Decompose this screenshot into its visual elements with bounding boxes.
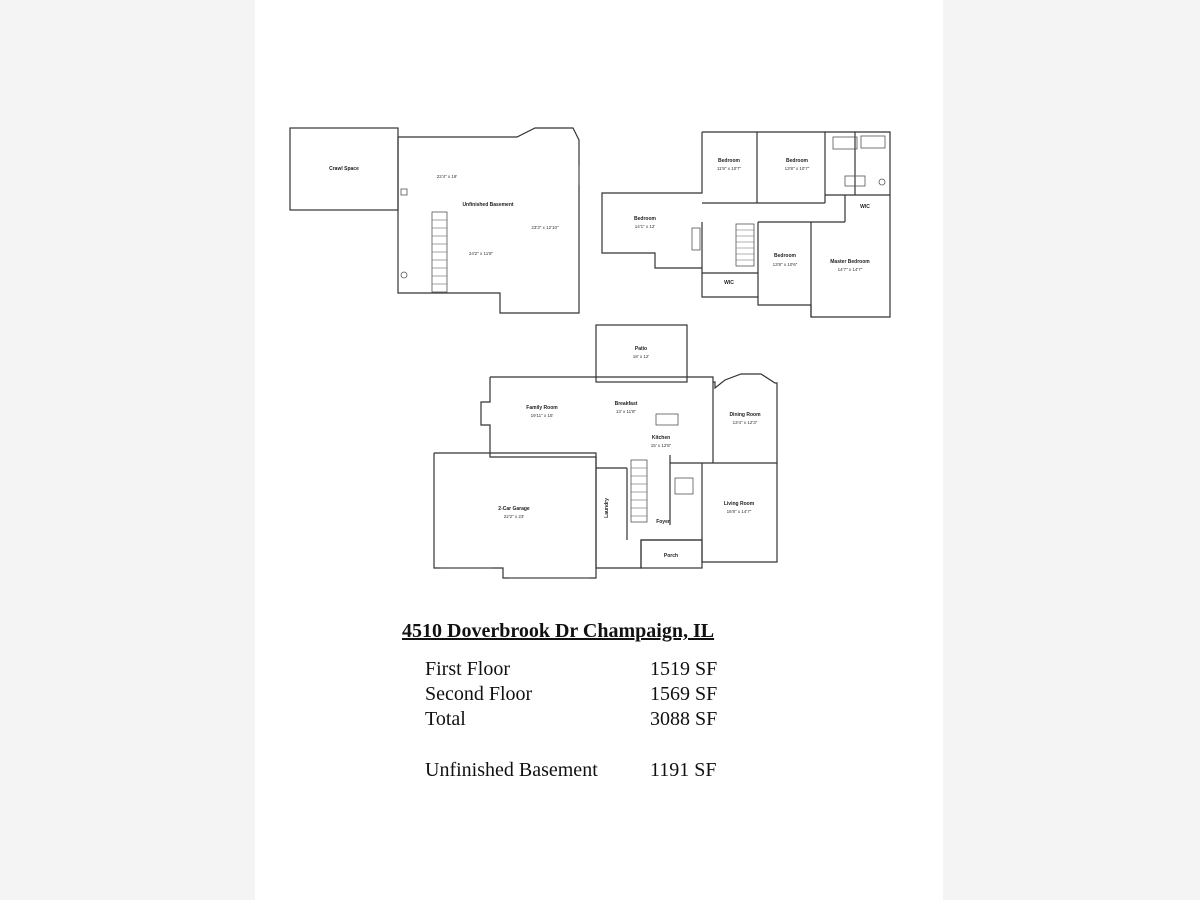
dining-room-label: Dining Room — [729, 412, 761, 418]
vanity — [844, 175, 866, 187]
porch-area — [640, 539, 703, 569]
bedroom-2-dims: 13'8" x 10'7" — [785, 166, 810, 171]
basement-dim-right: 23'3" x 12'10" — [531, 225, 559, 230]
basement-outline — [397, 127, 580, 314]
unfinished-basement-label: Unfinished Basement — [462, 202, 513, 208]
porch-label: Porch — [664, 553, 678, 559]
patio-label: Patio — [635, 346, 647, 352]
wic-1-label: WIC — [860, 204, 870, 210]
bedroom-3-label: Bedroom — [634, 216, 657, 222]
bedroom-4-dims: 13'8" x 10'6" — [773, 262, 798, 267]
basement-plan: Crawl Space 22'4" x 19' Unfinished Basem… — [289, 127, 580, 314]
area-value: 3088 SF — [650, 708, 718, 730]
wic-2-label: WIC — [724, 280, 734, 286]
breakfast-dims: 13' x 11'8" — [616, 409, 637, 414]
second-floor-stairs — [735, 223, 755, 267]
basement-stairs — [431, 211, 448, 293]
area-row-second-floor: Second Floor 1569 SF — [425, 682, 820, 707]
crawl-space-label: Crawl Space — [329, 166, 359, 172]
basement-dim-top: 22'4" x 19' — [437, 174, 458, 179]
second-floor-plan: Bedroom 11'9" x 10'7" Bedroom 13'8" x 10… — [601, 131, 891, 318]
dining-room-dims: 13'4" x 12'3" — [733, 420, 758, 425]
toilet — [878, 178, 886, 186]
living-room-label: Living Room — [724, 501, 755, 507]
garage-label: 2-Car Garage — [498, 506, 530, 512]
area-row-total: Total 3088 SF — [425, 707, 820, 732]
area-value: 1569 SF — [650, 683, 718, 705]
bathtub — [832, 136, 858, 150]
bedroom-4-label: Bedroom — [774, 253, 797, 259]
garage-dims: 22'2" x 23' — [504, 514, 525, 519]
area-row-basement: Unfinished Basement 1191 SF — [425, 758, 820, 783]
area-value: 1519 SF — [650, 658, 718, 680]
kitchen-label: Kitchen — [652, 435, 670, 441]
patio-area — [595, 324, 688, 383]
left-margin — [0, 0, 255, 900]
kitchen-dims: 15' x 12'8" — [651, 443, 672, 448]
master-bedroom-dims: 14'7" x 14'7" — [838, 267, 863, 272]
bedroom-1-dims: 11'9" x 10'7" — [717, 166, 742, 171]
area-value: 1191 SF — [650, 759, 717, 781]
bedroom-2-label: Bedroom — [786, 158, 809, 164]
first-floor-plan: Patio 18' x 12' Family Room 19'11" x 15'… — [433, 324, 778, 579]
powder-room — [674, 477, 694, 495]
area-row-first-floor: First Floor 1519 SF — [425, 657, 820, 682]
family-room-label: Family Room — [526, 405, 558, 411]
area-label: First Floor — [425, 658, 511, 680]
shower — [860, 135, 886, 149]
laundry-label: Laundry — [604, 498, 610, 518]
floor-plans-drawing: Crawl Space 22'4" x 19' Unfinished Basem… — [289, 127, 891, 579]
property-address: 4510 Doverbrook Dr Champaign, IL — [402, 620, 715, 642]
right-margin — [943, 0, 1200, 900]
living-room-dims: 16'8" x 14'7" — [727, 509, 752, 514]
floor-plan-sheet: Crawl Space 22'4" x 19' Unfinished Basem… — [255, 0, 943, 900]
bedroom-3-dims: 14'1" x 12' — [635, 224, 656, 229]
first-floor-stairs — [630, 459, 648, 523]
bedroom-1-label: Bedroom — [718, 158, 741, 164]
master-bedroom-label: Master Bedroom — [830, 259, 870, 265]
kitchen-island — [655, 413, 679, 426]
hall-bath-fixture — [691, 227, 701, 251]
basement-drain — [400, 271, 408, 279]
garage-outline — [433, 452, 597, 579]
basement-dim-bottom: 24'2" x 11'8" — [469, 251, 494, 256]
second-floor-outline — [601, 131, 891, 318]
area-label: Total — [425, 708, 466, 730]
square-footage-summary: 4510 Doverbrook Dr Champaign, IL First F… — [400, 620, 820, 783]
area-label: Second Floor — [425, 683, 533, 705]
patio-dims: 18' x 12' — [633, 354, 650, 359]
foyer-label: Foyer — [656, 519, 670, 525]
area-label: Unfinished Basement — [425, 759, 598, 781]
family-room-dims: 19'11" x 15' — [531, 413, 554, 418]
breakfast-label: Breakfast — [615, 401, 638, 407]
basement-utility — [400, 188, 408, 196]
